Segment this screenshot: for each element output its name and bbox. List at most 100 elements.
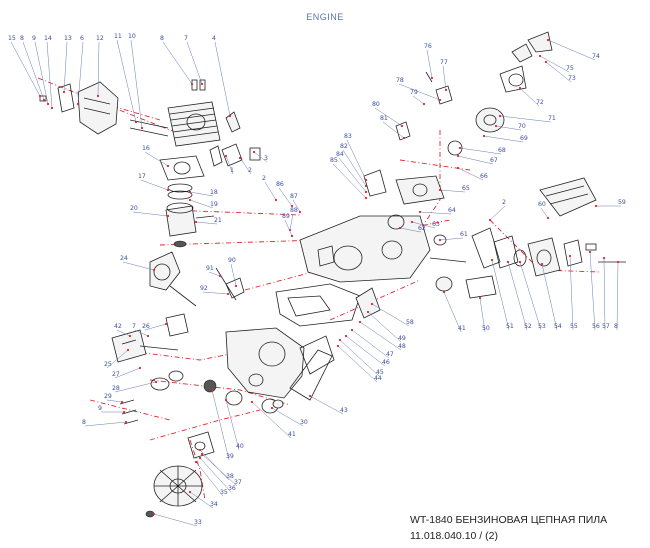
callout-label: 2 xyxy=(248,167,252,174)
fastener-dot xyxy=(338,338,342,342)
callout-label: 59 xyxy=(618,199,626,206)
fastener-dot xyxy=(200,82,204,86)
callout-68: 68 xyxy=(458,146,506,155)
leader-line xyxy=(399,227,422,233)
callout-label: 51 xyxy=(506,323,514,330)
leader-line xyxy=(214,41,231,117)
callout-label: 17 xyxy=(138,173,146,180)
callout-92: 92 xyxy=(200,285,230,296)
leader-line xyxy=(253,151,268,163)
leader-line xyxy=(589,251,596,331)
callout-label: 39 xyxy=(226,453,234,460)
model-caption: WT-1840 БЕНЗИНОВАЯ ЦЕПНАЯ ПИЛА xyxy=(410,514,608,526)
callout-49: 49 xyxy=(366,310,406,343)
leader-line xyxy=(144,323,167,331)
callout-label: 78 xyxy=(396,77,404,84)
leader-line xyxy=(153,513,198,527)
fastener-dot xyxy=(370,302,374,306)
callout-44: 44 xyxy=(336,344,382,383)
fastener-dot xyxy=(38,94,42,98)
callout-label: 2 xyxy=(502,199,506,206)
callout-label: 3 xyxy=(264,155,268,162)
callout-69: 69 xyxy=(482,134,528,143)
callout-13: 13 xyxy=(62,35,72,94)
callout-71: 71 xyxy=(498,114,556,123)
fastener-dot xyxy=(498,114,502,118)
callout-66: 66 xyxy=(456,166,488,181)
fastener-dot xyxy=(336,344,340,348)
callout-label: 72 xyxy=(536,99,544,106)
fastener-dot xyxy=(488,218,492,222)
diagram-footer: WT-1840 БЕНЗИНОВАЯ ЦЕПНАЯ ПИЛА 11.018.04… xyxy=(410,512,645,544)
callout-7: 7 xyxy=(132,323,150,338)
callout-2: 2 xyxy=(238,156,252,175)
fastener-dot xyxy=(422,102,426,106)
fastener-dot xyxy=(482,134,486,138)
leader-line xyxy=(411,221,436,229)
fastener-dot xyxy=(120,400,124,404)
callout-30: 30 xyxy=(270,406,308,427)
part-code: 11.018.040.10 / (2) xyxy=(410,530,498,542)
callout-37: 37 xyxy=(200,452,242,487)
callout-55: 55 xyxy=(568,254,578,331)
leader-line xyxy=(97,41,100,97)
callout-label: 41 xyxy=(288,431,296,438)
callout-label: 80 xyxy=(372,101,380,108)
fastener-dot xyxy=(398,226,402,230)
leader-line xyxy=(338,157,367,193)
callout-label: 47 xyxy=(386,351,394,358)
fastener-dot xyxy=(418,210,422,214)
leader-line xyxy=(186,41,203,85)
leader-line xyxy=(499,115,552,123)
fastener-dot xyxy=(128,334,132,338)
callout-label: 69 xyxy=(520,135,528,142)
leader-line xyxy=(547,39,596,61)
callout-86: 86 xyxy=(276,181,294,208)
leader-line xyxy=(34,41,49,105)
callout-label: 26 xyxy=(142,323,150,330)
fastener-dot xyxy=(96,94,100,98)
callout-80: 80 xyxy=(372,101,404,128)
callout-label: 70 xyxy=(518,123,526,130)
callout-label: 60 xyxy=(538,201,546,208)
callout-64: 64 xyxy=(418,207,456,215)
leader-line xyxy=(339,339,380,377)
callout-56: 56 xyxy=(588,250,600,331)
leader-line xyxy=(346,139,367,181)
fastener-dot xyxy=(198,448,202,452)
callout-label: 58 xyxy=(406,319,414,326)
leader-line xyxy=(189,191,214,197)
fastener-dot xyxy=(224,154,228,158)
leader-line xyxy=(412,95,425,105)
leader-line xyxy=(195,461,224,497)
leader-line xyxy=(239,157,252,175)
fastener-dot xyxy=(540,262,544,266)
callout-73: 73 xyxy=(544,60,576,83)
leader-line xyxy=(208,271,221,277)
callout-67: 67 xyxy=(456,154,498,165)
callout-label: 38 xyxy=(226,473,234,480)
callout-38: 38 xyxy=(198,448,234,481)
leader-line xyxy=(519,87,540,107)
fastener-dot xyxy=(238,156,242,160)
leader-line xyxy=(491,259,510,331)
callout-label: 67 xyxy=(490,157,498,164)
callout-11: 11 xyxy=(114,33,138,124)
callout-90: 90 xyxy=(228,257,238,288)
fastener-dot xyxy=(126,348,130,352)
callout-8: 8 xyxy=(614,260,620,331)
fastener-dot xyxy=(358,320,362,324)
leader-line xyxy=(507,261,528,331)
fastener-dot xyxy=(298,210,302,214)
leader-line xyxy=(132,211,169,217)
callout-label: 29 xyxy=(104,393,112,400)
callout-label: 71 xyxy=(548,115,556,122)
fastener-dot xyxy=(290,204,294,208)
callout-78: 78 xyxy=(396,77,442,102)
callout-label: 40 xyxy=(236,443,244,450)
callout-label: 19 xyxy=(210,201,218,208)
callout-label: 44 xyxy=(374,375,382,382)
leader-line xyxy=(116,329,131,337)
callout-34: 34 xyxy=(188,490,218,509)
